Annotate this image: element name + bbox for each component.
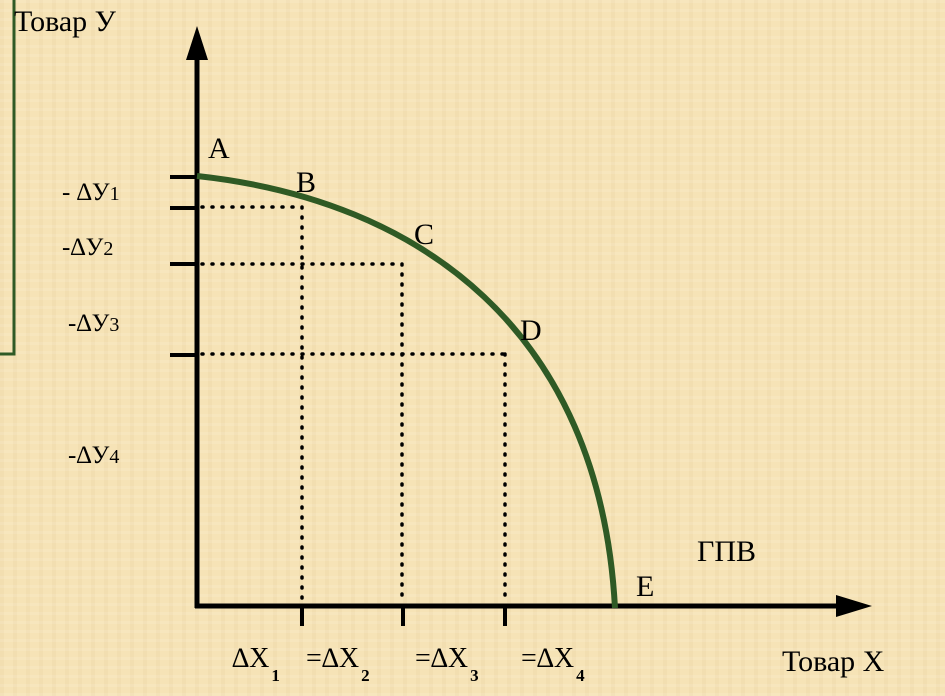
x-ticks <box>300 606 507 626</box>
frame-border <box>0 0 16 356</box>
y-increment-label: - ∆У1 <box>62 179 120 206</box>
y-increment-label: -∆У4 <box>68 442 119 469</box>
point-label-a: A <box>208 132 230 165</box>
point-label-b: B <box>296 166 316 199</box>
y-increment-label: -∆У3 <box>68 310 119 337</box>
y-increment-label: -∆У2 <box>62 234 113 261</box>
x-increment-label: =∆X3 <box>415 643 479 685</box>
guide-lines <box>200 205 507 606</box>
y-ticks <box>170 175 197 357</box>
x-axis-arrow <box>836 595 872 617</box>
point-label-d: D <box>520 314 542 347</box>
y-axis-title: Товар У <box>14 5 117 38</box>
x-increment-label: =∆X2 <box>306 643 370 685</box>
ppf-curve <box>196 173 618 609</box>
x-axis-title: Товар Х <box>782 645 885 678</box>
x-increment-label: =∆X4 <box>521 643 585 685</box>
y-axis-arrow <box>186 26 208 60</box>
curve-label: ГПВ <box>697 535 756 568</box>
point-label-c: C <box>414 218 434 251</box>
point-label-e: E <box>636 570 654 603</box>
x-increment-label: ∆X1 <box>232 643 280 685</box>
